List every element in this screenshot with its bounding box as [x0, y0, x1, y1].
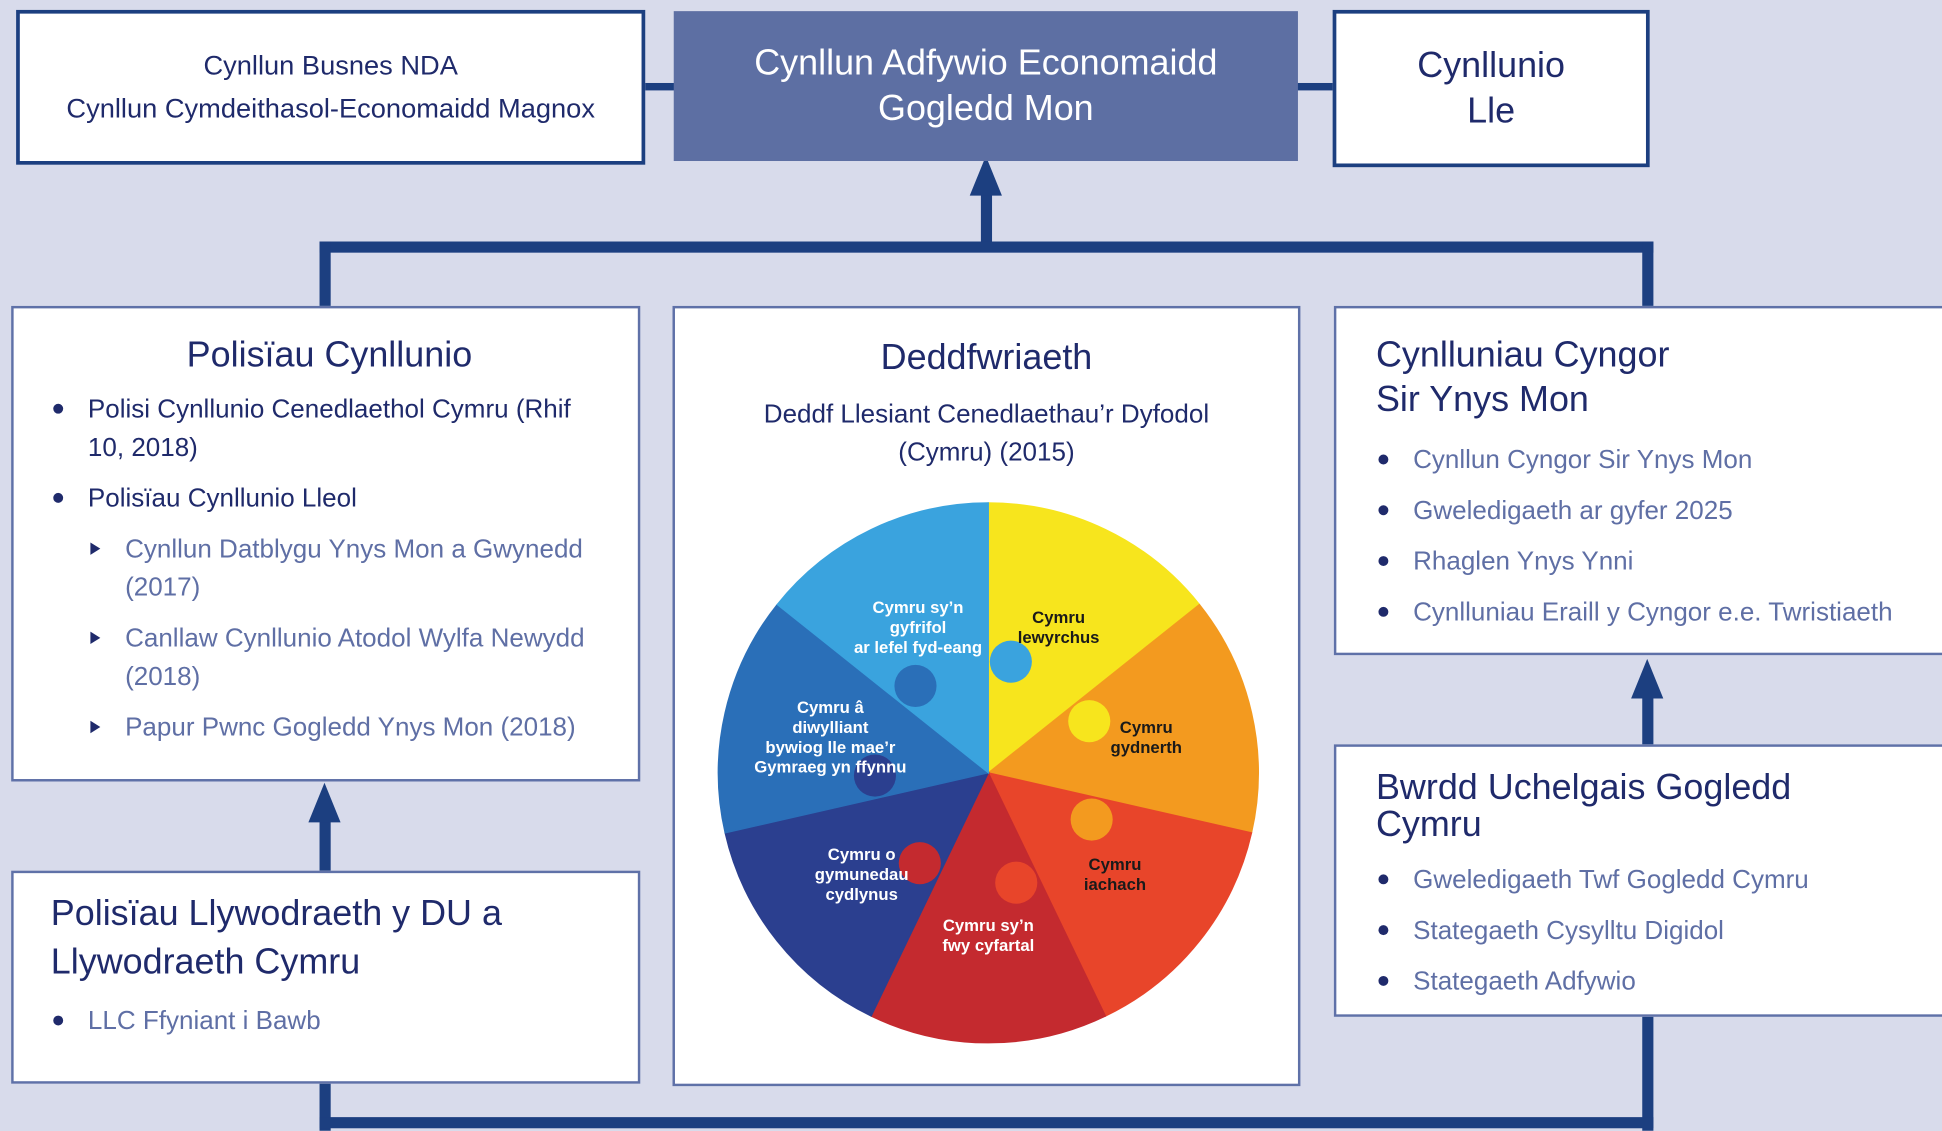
place-planning-line2: Lle — [1467, 91, 1516, 131]
list-item: Stategaeth Cysylltu Digidol — [1376, 912, 1920, 950]
government-policies-box: Polisïau Llywodraeth y DU a Llywodraeth … — [11, 870, 641, 1084]
council-plans-title: Cynlluniau Cyngor Sir Ynys Mon — [1376, 333, 1920, 423]
list-item: Gweledigaeth Twf Gogledd Cymru — [1376, 861, 1920, 899]
government-policies-title-line1: Polisïau Llywodraeth y DU a — [50, 894, 502, 934]
connector-right-drop — [1642, 241, 1654, 310]
list-item: Cynlluniau Eraill y Cyngor e.e. Twristia… — [1376, 593, 1920, 631]
puzzle-knob — [1070, 798, 1113, 841]
list-item: Cynllun Cyngor Sir Ynys Mon — [1376, 440, 1920, 478]
list-item: Rhaglen Ynys Ynni — [1376, 542, 1920, 580]
council-plans-title-line1: Cynlluniau Cyngor — [1375, 335, 1670, 376]
wheel-segment — [987, 771, 1253, 1017]
growth-board-title-line1: Bwrdd Uchelgais Gogledd — [1375, 767, 1792, 808]
list-item: LLC Ffyniant i Bawb — [51, 1002, 613, 1040]
wheel-segment — [776, 502, 989, 775]
puzzle-knob — [853, 754, 897, 797]
arrow-up-right — [1631, 658, 1664, 699]
puzzle-knob — [995, 861, 1038, 904]
connector-left-drop — [319, 241, 331, 310]
growth-board-box: Bwrdd Uchelgais Gogledd Cymru Gweledigae… — [1333, 744, 1942, 1017]
regeneration-plan-title-line2: Gogledd Mon — [878, 88, 1094, 129]
regeneration-plan-box: Cynllun Adfywio Economaidd Gogledd Mon — [673, 11, 1298, 162]
wheel-segment — [870, 771, 1107, 1044]
connector-bottom-left — [319, 1081, 331, 1131]
council-plans-list: Cynllun Cyngor Sir Ynys Mon Gweledigaeth… — [1376, 440, 1920, 631]
government-policies-list: LLC Ffyniant i Bawb — [51, 1002, 613, 1040]
local-policies-list: Cynllun Datblygu Ynys Mon a Gwynedd (201… — [51, 530, 608, 747]
connector-right-lower — [1642, 693, 1654, 749]
list-item: Canllaw Cynllunio Atodol Wylfa Newydd (2… — [88, 620, 608, 697]
council-plans-title-line2: Sir Ynys Mon — [1375, 380, 1589, 421]
council-plans-box: Cynlluniau Cyngor Sir Ynys Mon Cynllun C… — [1333, 305, 1942, 656]
legislation-title: Deddfwriaeth — [880, 338, 1093, 378]
connector-horizontal-bar — [319, 241, 1654, 253]
connector-left-lower — [319, 817, 331, 875]
arrow-up-left — [308, 782, 341, 823]
regeneration-plan-title-line1: Cynllun Adfywio Economaidd — [754, 43, 1218, 84]
list-item: Stategaeth Adfywio — [1376, 962, 1920, 1000]
place-planning-line1: Cynllunio — [1417, 46, 1566, 86]
puzzle-knob — [898, 842, 941, 885]
connector-top-left — [641, 82, 677, 91]
puzzle-knob — [1068, 700, 1111, 743]
planning-policies-list: Polisi Cynllunio Cenedlaethol Cymru (Rhi… — [51, 390, 608, 518]
list-item: Gweledigaeth ar gyfer 2025 — [1376, 491, 1920, 529]
puzzle-knob — [989, 640, 1032, 683]
connector-top-right — [1295, 82, 1336, 91]
arrow-up-center — [969, 156, 1002, 196]
list-item: Polisïau Cynllunio Lleol — [51, 480, 608, 518]
puzzle-knob — [894, 664, 937, 707]
wheel-segment — [724, 771, 990, 1017]
act-name-line1: Deddf Llesiant Cenedlaethau’r Dyfodol — [763, 400, 1210, 429]
place-planning-box: Cynllunio Lle — [1332, 9, 1650, 168]
growth-board-title: Bwrdd Uchelgais Gogledd Cymru — [1376, 769, 1920, 843]
wheel-segment — [986, 603, 1259, 834]
connector-bottom-bar — [319, 1117, 1654, 1129]
connector-stem — [980, 185, 993, 248]
wheel-segment — [717, 603, 990, 834]
act-name-line2: (Cymru) (2015) — [898, 438, 1075, 468]
list-item: Cynllun Datblygu Ynys Mon a Gwynedd (201… — [88, 530, 608, 607]
list-item: Papur Pwnc Gogledd Ynys Mon (2018) — [88, 709, 608, 747]
list-item: Polisi Cynllunio Cenedlaethol Cymru (Rhi… — [51, 390, 608, 467]
planning-policies-title: Polisïau Cynllunio — [186, 335, 473, 376]
nda-plan-label: Cynllun Busnes NDA — [203, 50, 458, 82]
planning-policies-box: Polisïau Cynllunio Polisi Cynllunio Cene… — [11, 305, 641, 782]
government-policies-title-line2: Llywodraeth Cymru — [50, 942, 361, 983]
nda-plans-box: Cynllun Busnes NDA Cynllun Cymdeithasol-… — [16, 9, 646, 165]
growth-board-title-line2: Cymru — [1375, 805, 1482, 845]
government-policies-title: Polisïau Llywodraeth y DU a Llywodraeth … — [51, 890, 613, 987]
legislation-subtitle: Deddf Llesiant Cenedlaethau’r Dyfodol (C… — [675, 395, 1298, 472]
wheel-segment — [987, 502, 1201, 775]
magnox-plan-label: Cynllun Cymdeithasol-Economaidd Magnox — [66, 92, 595, 124]
legislation-box: Deddfwriaeth Deddf Llesiant Cenedlaethau… — [672, 305, 1301, 1087]
growth-board-list: Gweledigaeth Twf Gogledd Cymru Stategaet… — [1376, 861, 1920, 1001]
connector-bottom-right — [1642, 1013, 1654, 1131]
